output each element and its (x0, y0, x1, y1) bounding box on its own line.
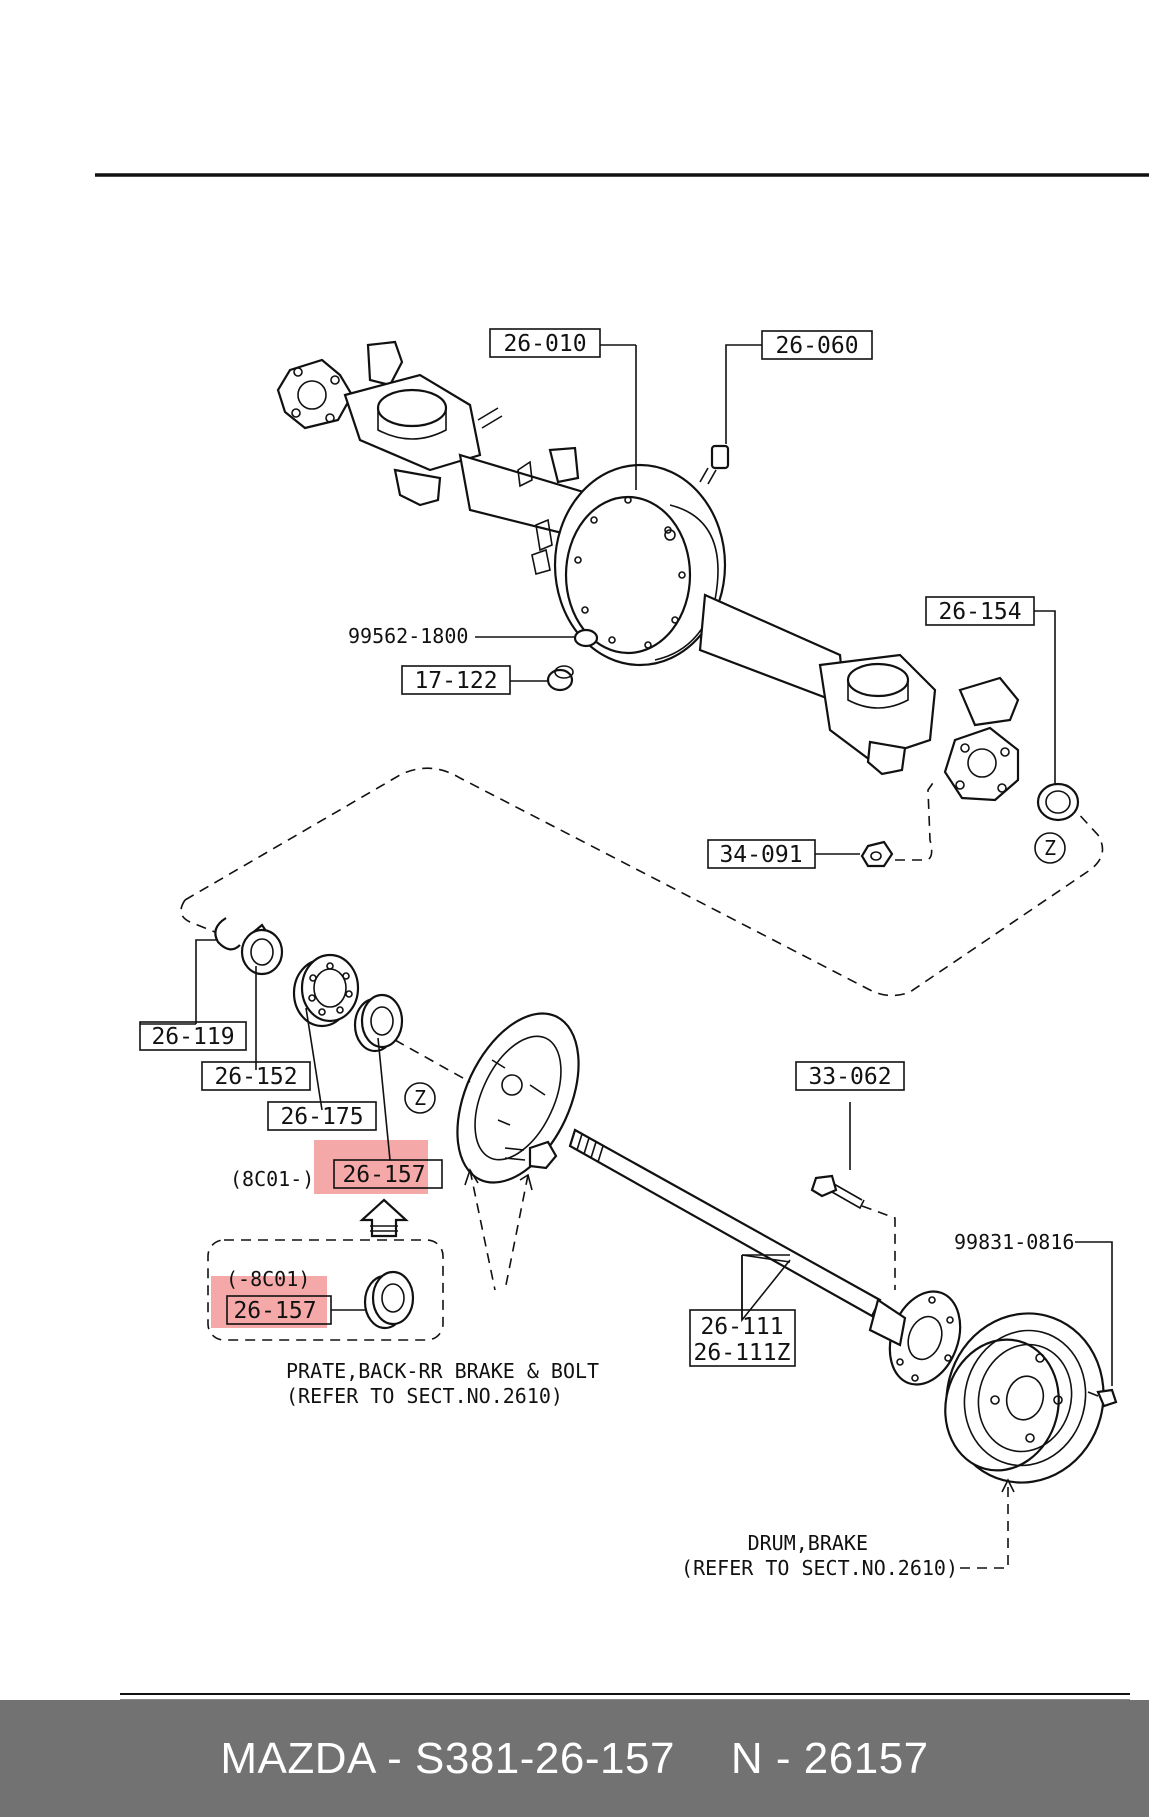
ref-z-upper (1034, 832, 1066, 864)
label-drain-plug: 17-122 (414, 668, 497, 694)
label-oil-seal-outer: 26-154 (938, 599, 1021, 625)
label-axle-shaft-2: 26-111Z (694, 1340, 791, 1366)
label-snap-ring: 26-119 (151, 1024, 234, 1050)
note-oil-seal-new: (8C01-) (230, 1167, 314, 1191)
label-axle-shaft-1: 26-111 (700, 1314, 783, 1340)
axle-shaft-drawing (568, 1128, 962, 1386)
label-drum-screw: 99831-0816 (954, 1230, 1074, 1254)
brake-drum-drawing (944, 1312, 1105, 1484)
note-plate-line1: PRATE,BACK-RR BRAKE & BOLT (286, 1359, 599, 1383)
ref-z-lower (404, 1082, 436, 1114)
label-bearing: 26-175 (280, 1104, 363, 1130)
oil-seal-outer-drawing (1036, 782, 1080, 822)
highlight-new-seal (314, 1140, 428, 1194)
bearing-drawing (292, 953, 360, 1028)
footer-cross-ref: N - 26157 (730, 1733, 929, 1783)
note-plate-line2: (REFER TO SECT.NO.2610) (286, 1384, 563, 1408)
label-oil-seal-old: 26-157 (233, 1298, 316, 1324)
snap-ring-drawing (214, 917, 241, 951)
label-axle-housing: 26-010 (503, 331, 586, 357)
note-drum-line2: (REFER TO SECT.NO.2610) (681, 1556, 958, 1580)
label-oil-seal-new: 26-157 (342, 1162, 425, 1188)
backing-plate-drawing (456, 1012, 580, 1184)
label-breather: 26-060 (775, 333, 858, 359)
label-nut: 34-091 (719, 842, 802, 868)
oil-seal-old-drawing (363, 1270, 415, 1330)
note-drum-line1: DRUM,BRAKE (748, 1531, 868, 1555)
ref-z-upper-text: Z (1044, 836, 1056, 860)
ref-z-lower-text: Z (414, 1086, 426, 1110)
bearing-collar-drawing (240, 923, 284, 976)
nut-drawing (860, 840, 894, 868)
note-oil-seal-old: (-8C01) (226, 1267, 310, 1291)
up-arrow-icon (359, 1198, 409, 1238)
label-washer: 99562-1800 (348, 624, 468, 648)
plate-bolt-drawing (504, 1140, 558, 1170)
washer-drawing (573, 628, 599, 648)
drum-screw-drawing (1087, 1388, 1118, 1408)
label-bearing-collar: 26-152 (214, 1064, 297, 1090)
hub-bolt-drawing (810, 1174, 865, 1210)
footer-bar: MAZDA - S381-26-157 N - 26157 (0, 1700, 1149, 1817)
parts-diagram: Z Z (95, 173, 1149, 1700)
axle-housing-drawing (276, 340, 1020, 802)
label-hub-bolt: 33-062 (808, 1064, 891, 1090)
breather-drawing (699, 444, 730, 485)
old-seal-group (207, 1239, 444, 1341)
footer-part-number: MAZDA - S381-26-157 (220, 1733, 675, 1783)
drain-plug-drawing (546, 665, 574, 692)
oil-seal-new-drawing (353, 993, 404, 1053)
highlight-old-seal (211, 1276, 327, 1328)
